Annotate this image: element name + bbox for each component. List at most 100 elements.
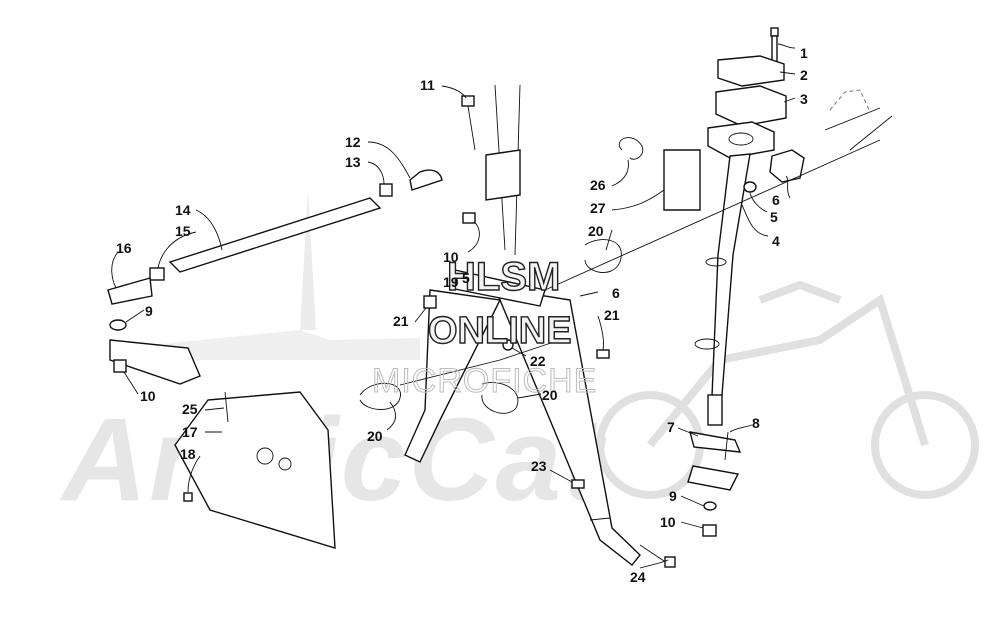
callout-9a: 9 <box>145 303 153 319</box>
leader-6b <box>579 291 599 297</box>
leader-10a <box>123 371 139 395</box>
leader-27 <box>611 189 665 211</box>
post-ring <box>705 257 727 267</box>
leader-5 <box>749 192 768 213</box>
callout-13: 13 <box>345 154 361 170</box>
skyline-silhouette <box>150 330 420 360</box>
callout-3: 3 <box>800 91 808 107</box>
cover-panel-hole <box>256 447 274 465</box>
leader-3 <box>783 97 796 103</box>
bolt-head-11 <box>461 95 475 107</box>
clip-20-left <box>359 382 401 410</box>
leader-4 <box>741 204 769 237</box>
callout-20b: 20 <box>542 387 558 403</box>
tie-rod-end-12 <box>409 169 443 191</box>
bracket-7 <box>689 431 742 453</box>
washer-9b <box>703 501 717 511</box>
post-collar <box>694 338 720 350</box>
leader-25 <box>204 407 225 411</box>
tie-rod-assembly <box>107 84 521 385</box>
leader-lines <box>111 43 796 569</box>
leader-20b <box>517 393 542 399</box>
fitting-22 <box>502 339 514 351</box>
callout-9b: 9 <box>669 488 677 504</box>
column-clamp <box>485 149 521 201</box>
callout-1: 1 <box>800 45 808 61</box>
post-lower-end <box>707 394 723 426</box>
callout-10b: 10 <box>660 514 676 530</box>
leader-20c <box>386 401 397 431</box>
callout-10c: 10 <box>443 249 459 265</box>
callout-11: 11 <box>420 77 435 93</box>
frame-right-leg <box>493 287 641 566</box>
leader-16 <box>111 251 119 289</box>
callout-6b: 6 <box>612 285 620 301</box>
callout-labels: 1 2 3 4 5 5 6 6 7 8 9 9 10 10 10 11 12 1… <box>116 45 808 585</box>
jam-nut-15 <box>149 267 165 281</box>
callout-19: 19 <box>443 274 459 290</box>
bolt-shank-1 <box>771 35 778 63</box>
bolt-24-head <box>664 556 676 568</box>
steering-support-frame <box>359 137 881 568</box>
long-bolt-b <box>849 115 893 151</box>
spire-silhouette <box>300 190 316 330</box>
leader-6 <box>785 175 791 199</box>
callout-4: 4 <box>772 233 780 249</box>
leader-11 <box>441 85 467 99</box>
pitman-arm <box>109 339 201 385</box>
lower-plate <box>687 465 740 491</box>
washer-9a <box>109 319 127 331</box>
bolt-shank-11 <box>467 105 476 151</box>
nut-10a <box>113 359 127 373</box>
mount-plate-hole <box>728 132 754 146</box>
snap-ring-26 <box>619 137 644 160</box>
clip-20-top <box>584 239 622 273</box>
callout-2: 2 <box>800 67 808 83</box>
fitting-21a <box>423 295 437 309</box>
cover-panel-hole-2 <box>278 457 292 471</box>
callout-10a: 10 <box>140 388 156 404</box>
cotter-pin-8 <box>724 431 729 461</box>
pad-27 <box>663 149 701 211</box>
bolt-head-1 <box>770 27 779 37</box>
callout-16: 16 <box>116 240 132 256</box>
bolt-24-upper <box>589 517 611 521</box>
pin-25 <box>224 391 229 423</box>
leader-10b <box>680 521 704 529</box>
mount-plate <box>707 121 775 159</box>
leader-2 <box>779 71 796 75</box>
leader-12 <box>367 141 411 179</box>
leader-26 <box>611 159 629 187</box>
screw-18 <box>183 492 193 502</box>
leader-21b <box>597 315 604 351</box>
frame-top-bar <box>449 269 546 307</box>
clip-20-mid <box>481 382 519 414</box>
callout-8: 8 <box>752 415 760 431</box>
leader-9a <box>125 309 145 323</box>
callout-21b: 21 <box>604 307 620 323</box>
jam-nut-13 <box>379 183 393 197</box>
callout-12: 12 <box>345 134 361 150</box>
callout-14: 14 <box>175 202 191 218</box>
cap-upper-2 <box>717 55 785 87</box>
callout-6a: 6 <box>772 192 780 208</box>
callout-7: 7 <box>667 419 675 435</box>
clamp-block-3 <box>715 85 787 127</box>
watermark-line1: HLSM <box>447 255 560 299</box>
tie-rod-14 <box>168 197 382 273</box>
callout-25: 25 <box>182 401 198 417</box>
frame-left-leg <box>404 289 502 463</box>
leader-10c <box>467 221 480 253</box>
leader-8 <box>729 424 753 433</box>
fitting-21b <box>596 349 610 359</box>
leader-21a <box>414 307 427 323</box>
watermark-overlay: HLSM ONLINE MICROFICHE <box>372 254 597 400</box>
leader-9b <box>680 495 705 507</box>
callout-15: 15 <box>175 223 191 239</box>
leader-24 <box>639 559 669 569</box>
leader-18 <box>187 455 201 493</box>
callout-26: 26 <box>590 177 606 193</box>
washer-5 <box>743 181 757 193</box>
fitting-23 <box>571 479 585 489</box>
callout-5b: 5 <box>462 270 470 286</box>
